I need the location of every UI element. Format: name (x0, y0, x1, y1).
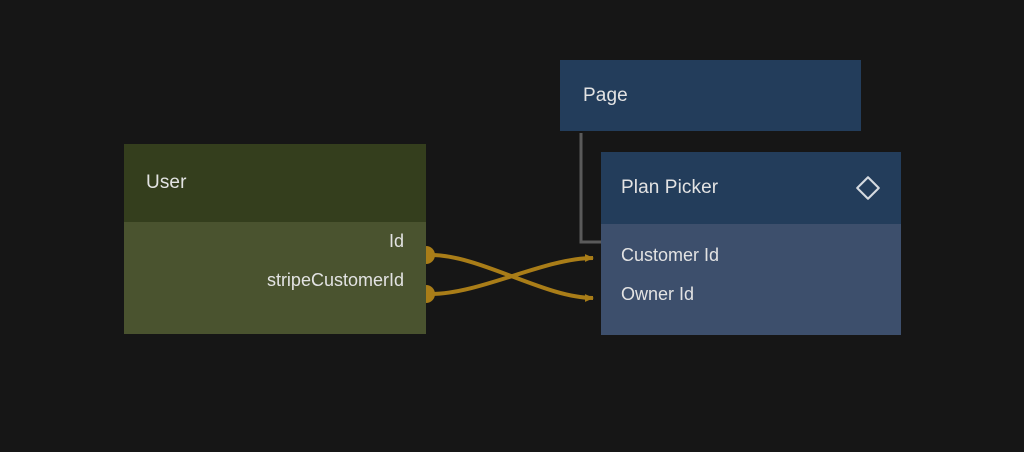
edge-page-to-plan-picker (579, 133, 601, 244)
field-row[interactable]: Owner Id (621, 279, 694, 309)
field-row[interactable]: Id (389, 222, 404, 261)
node-user-body: Id stripeCustomerId (124, 222, 426, 334)
node-plan-picker-header[interactable]: Plan Picker (601, 152, 901, 224)
diamond-icon (855, 175, 881, 201)
field-label-stripecustomerid: stripeCustomerId (266, 270, 404, 290)
node-user[interactable]: User Id stripeCustomerId (124, 144, 426, 334)
edge-stripecustomerid-to-customer-id (430, 254, 594, 296)
node-plan-picker-title: Plan Picker (621, 177, 719, 198)
field-label-customer-id: Customer Id (621, 244, 720, 265)
node-plan-picker[interactable]: Plan Picker Customer Id Owner Id (601, 152, 901, 335)
field-label-owner-id: Owner Id (621, 283, 695, 304)
edge-id-to-owner-id (430, 253, 594, 302)
node-page-header[interactable]: Page (560, 60, 861, 131)
node-user-title: User (146, 172, 187, 193)
field-label-id: Id (388, 231, 404, 251)
field-row[interactable]: Customer Id (621, 240, 719, 270)
node-plan-picker-body: Customer Id Owner Id (601, 224, 901, 335)
node-page-title: Page (583, 84, 628, 106)
field-row[interactable]: stripeCustomerId (267, 261, 404, 300)
node-page[interactable]: Page (560, 60, 861, 131)
node-user-header[interactable]: User (124, 144, 426, 222)
